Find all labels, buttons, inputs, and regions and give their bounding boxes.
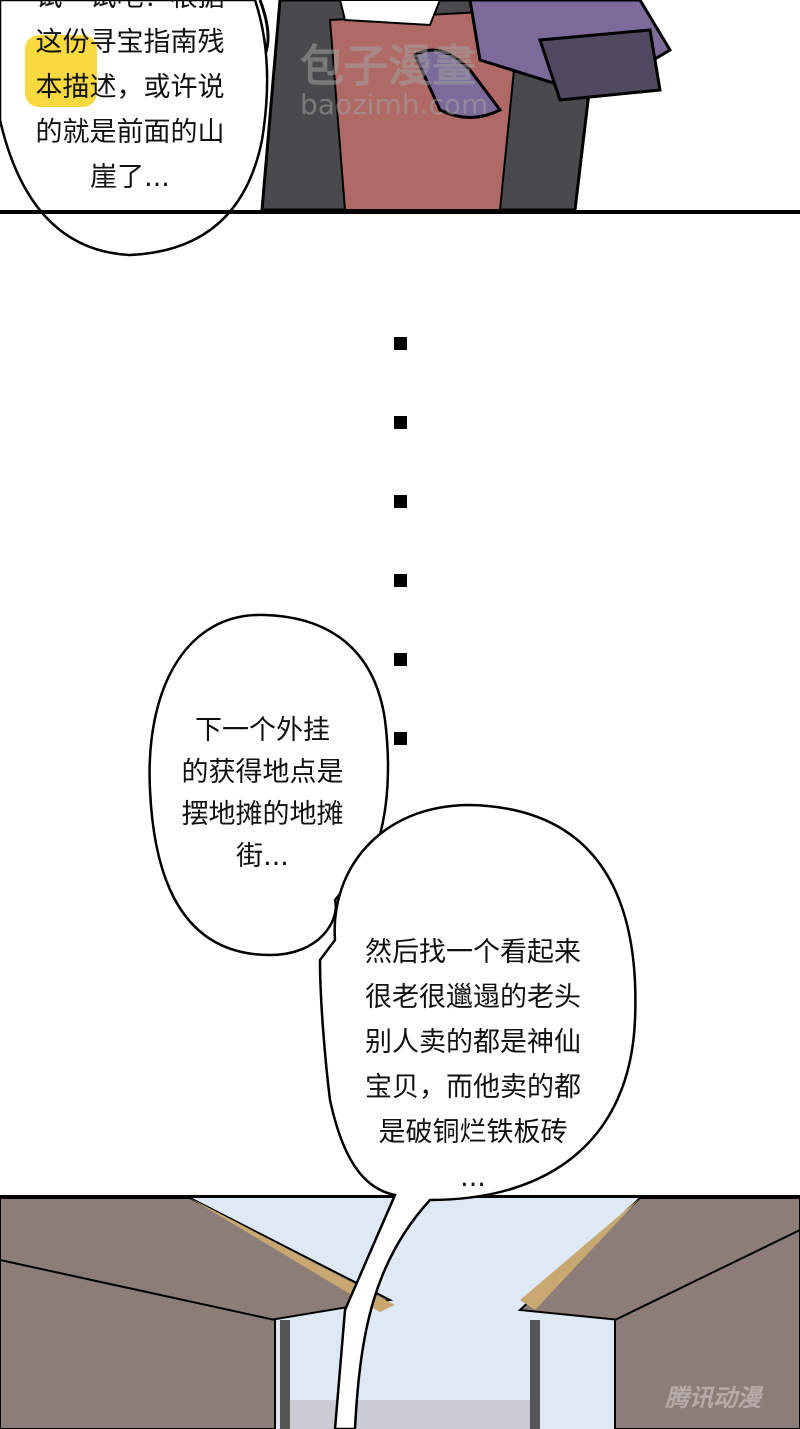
bubble-line: 崖了... — [90, 162, 170, 193]
bubble-line: 本描述，或许说 — [35, 72, 225, 103]
bubble-line: 很老很邋遢的老头 — [365, 982, 581, 1013]
bubble-middle-text: 下一个外挂 的获得地点是 摆地摊的地摊 街... — [160, 710, 365, 878]
bubble-top-text: 试一试吧！根据 这份寻宝指南残 本描述，或许说 的就是前面的山 崖了... — [10, 0, 250, 200]
bubble-line: 街... — [236, 841, 289, 872]
bubble-line: 宝贝，而他卖的都 — [365, 1072, 581, 1103]
bubble-line: 的获得地点是 — [181, 757, 344, 788]
ellipsis-dot — [394, 653, 407, 666]
watermark-site-url: baozimh.com — [300, 88, 489, 121]
bubble-line: 别人卖的都是神仙 — [365, 1027, 581, 1058]
ellipsis-dot — [394, 574, 407, 587]
speech-bubble-bottom — [318, 803, 637, 1429]
bubble-bottom-text: 然后找一个看起来 很老很邋遢的老头 别人卖的都是神仙 宝贝，而他卖的都 是破铜烂… — [333, 930, 613, 1200]
ellipsis-dot — [394, 495, 407, 508]
ellipsis-dot — [394, 416, 407, 429]
bubble-line: ... — [460, 1162, 486, 1193]
panel-border — [0, 210, 800, 214]
bubble-line: 的就是前面的山 — [35, 117, 225, 148]
bubble-line: 摆地摊的地摊 — [181, 799, 344, 830]
bubble-line: 试一试吧！根据 — [10, 0, 250, 20]
watermark-publisher: 腾讯动漫 — [665, 1384, 761, 1412]
bubble-line: 下一个外挂 — [195, 715, 330, 746]
top-panel-character — [258, 0, 673, 212]
ellipsis-dot — [394, 732, 407, 745]
watermark-site-name: 包子漫畫 — [300, 41, 476, 92]
bubble-line: 这份寻宝指南残 — [35, 27, 225, 58]
ellipsis-dot — [394, 337, 407, 350]
bubble-line: 然后找一个看起来 — [365, 937, 581, 968]
speech-bubble-middle — [148, 613, 390, 957]
bubble-line: 是破铜烂铁板砖 — [378, 1117, 568, 1148]
watermark-logo-icon — [25, 35, 97, 107]
bottom-panel-market-street — [0, 1195, 800, 1429]
